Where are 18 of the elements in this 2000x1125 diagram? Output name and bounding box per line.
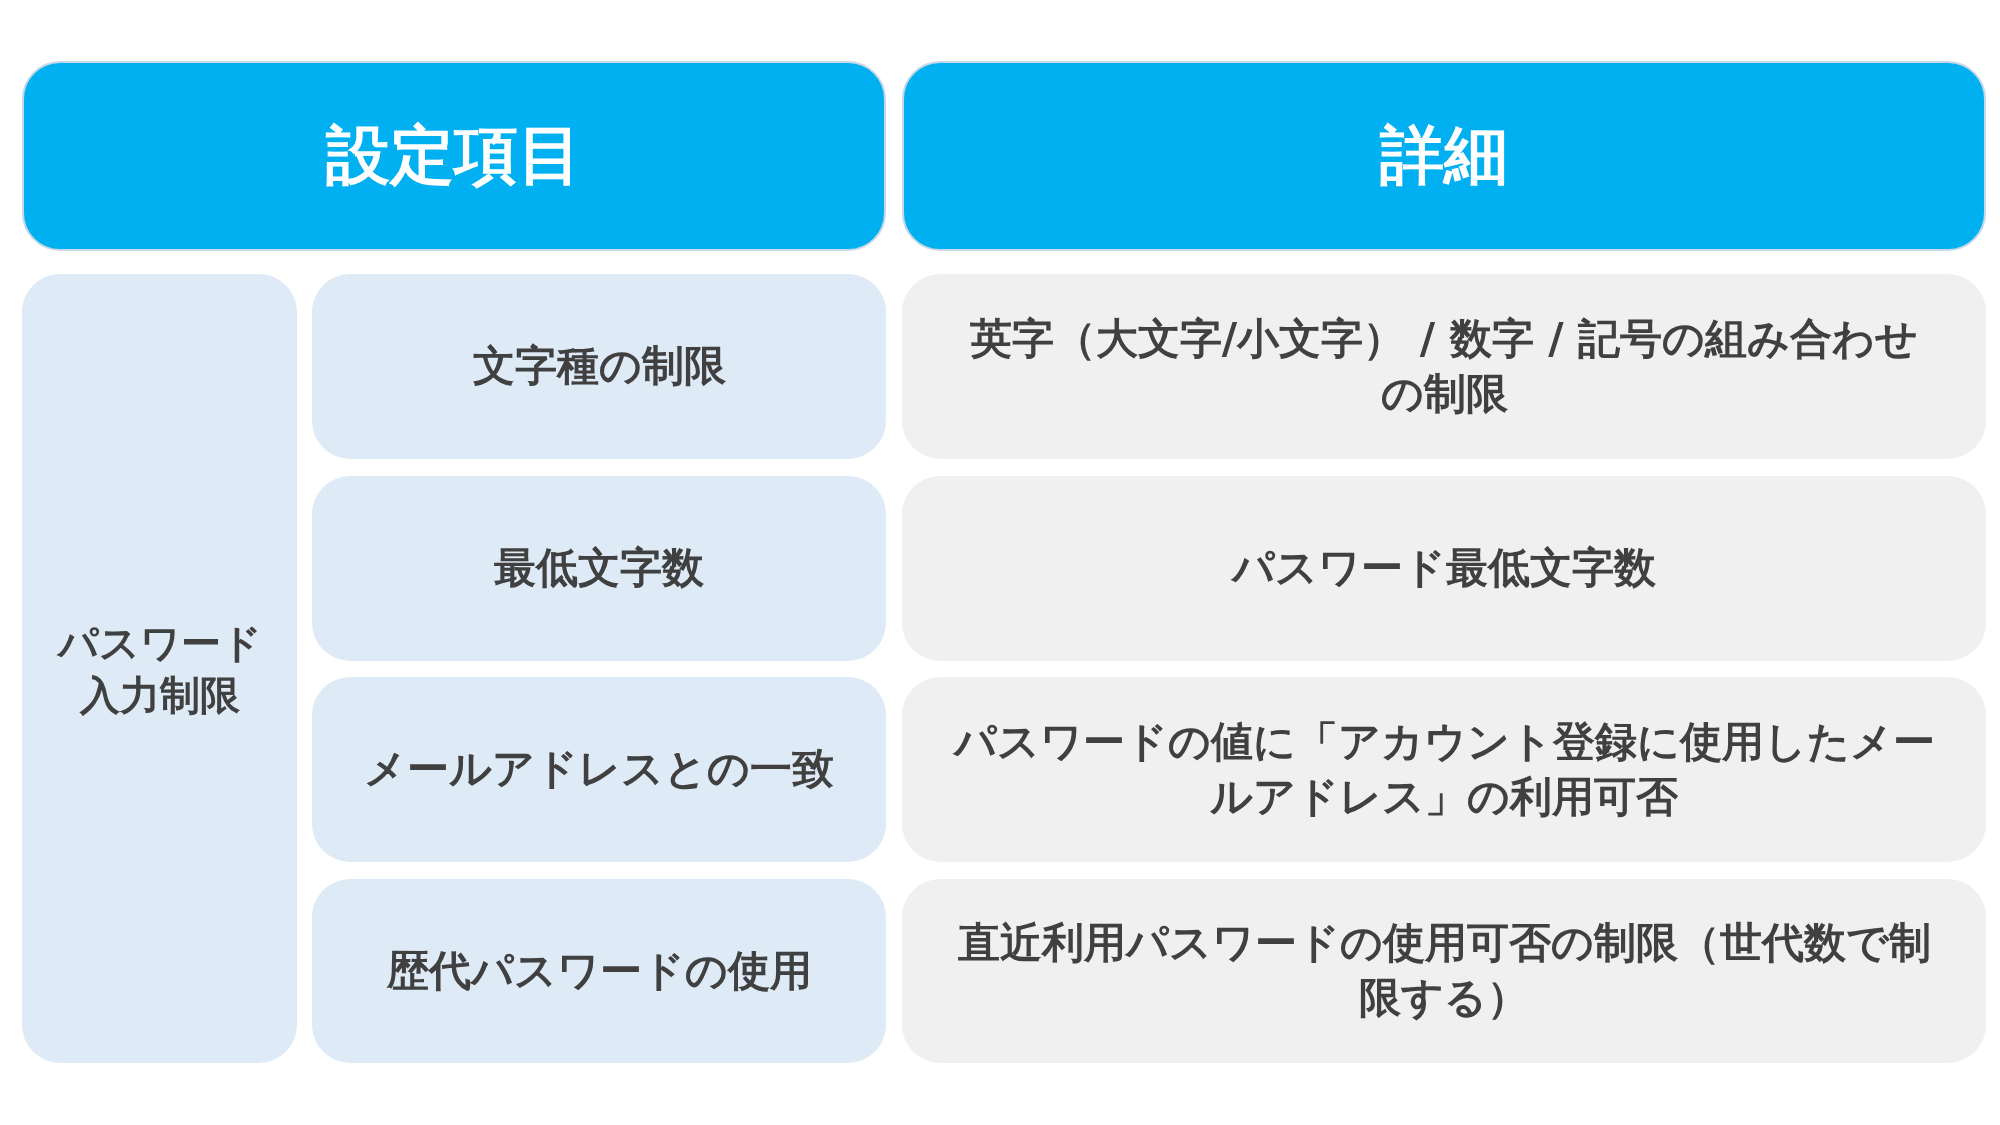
category-label: パスワード入力制限 [56,618,263,720]
detail-text: 英字（大文字/小文字） / 数字 / 記号の組み合わせの制限 [968,312,1920,420]
detail-text: パスワード最低文字数 [1232,542,1656,595]
setting-box [312,677,886,862]
detail-text: パスワードの値に「アカウント登録に使用したメールアドレス」の利用可否 [952,715,1936,823]
setting-box [312,476,886,661]
category-box [22,274,297,1063]
setting-label: 最低文字数 [494,542,704,595]
column-heading: 詳細 [1380,117,1508,195]
setting-label: 歴代パスワードの使用 [386,944,812,997]
setting-label: 文字種の制限 [472,340,726,393]
detail-text: 直近利用パスワードの使用可否の制限（世代数で制限する） [956,917,1932,1024]
setting-box [312,879,886,1063]
setting-label: メールアドレスとの一致 [364,743,834,796]
header-box [22,61,886,251]
setting-box [312,274,886,459]
header-box [902,61,1986,251]
column-heading: 設定項目 [326,117,582,195]
